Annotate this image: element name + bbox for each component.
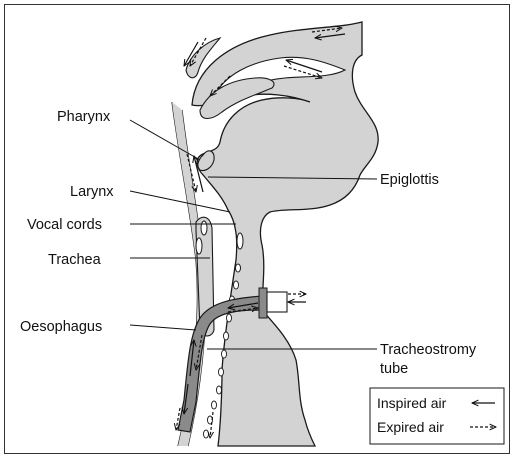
trachea-ring: [237, 233, 243, 249]
label-oesophagus: Oesophagus: [20, 319, 102, 335]
label-pharynx: Pharynx: [57, 109, 111, 125]
label-tracheostomy-tube: tube: [380, 361, 408, 377]
tube-connector: [267, 292, 287, 312]
head-neck-tissue: [192, 22, 378, 446]
label-vocal-cords: Vocal cords: [27, 217, 102, 233]
trachea-ring: [236, 264, 241, 272]
label-larynx: Larynx: [70, 184, 114, 200]
label-trachea: Trachea: [48, 252, 102, 268]
legend-expired-label: Expired air: [377, 419, 444, 435]
legend-inspired-label: Inspired air: [377, 395, 447, 411]
legend: Inspired air Expired air: [370, 388, 504, 444]
vocal-cord-oval: [196, 238, 202, 254]
tube-flange: [259, 288, 267, 318]
vocal-cord-oval: [201, 221, 207, 235]
label-epiglottis: Epiglottis: [380, 172, 439, 188]
label-tracheostomy: Tracheostromy: [380, 342, 477, 358]
